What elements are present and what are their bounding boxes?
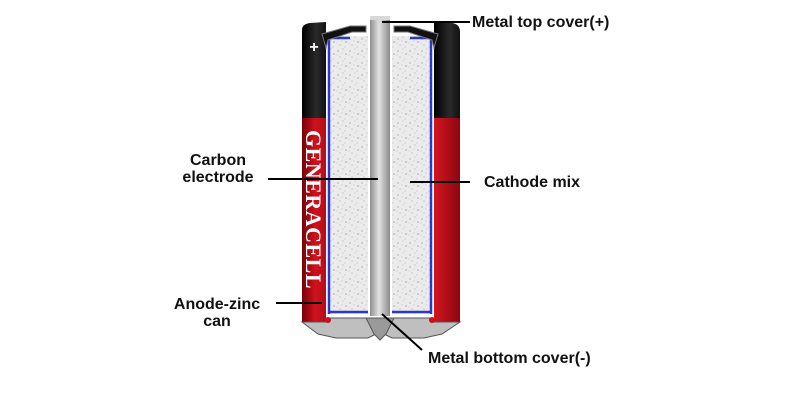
- left-chamber: [326, 28, 370, 320]
- right-casing: [434, 22, 460, 322]
- label-anode-zinc-can: Anode-zinc can: [160, 296, 274, 330]
- label-carbon-electrode: Carbon electrode: [168, 152, 268, 186]
- label-anode-zinc-can-line1: Anode-zinc: [173, 296, 261, 313]
- top-cover: [321, 25, 439, 50]
- label-carbon-electrode-line2: electrode: [182, 169, 254, 186]
- label-carbon-electrode-line1: Carbon: [190, 152, 246, 169]
- label-anode-zinc-can-line2: can: [203, 313, 231, 330]
- plus-icon: +: [309, 39, 318, 56]
- left-casing: [302, 22, 326, 322]
- brand-text: GENERACELL: [301, 130, 326, 289]
- leader-bottom-cover: [381, 313, 423, 351]
- label-metal-bottom-cover: Metal bottom cover(-): [428, 350, 591, 367]
- label-cathode-mix: Cathode mix: [484, 174, 581, 191]
- leader-lines: [268, 21, 470, 351]
- right-chamber: [390, 28, 434, 320]
- label-metal-top-cover: Metal top cover(+): [472, 14, 610, 31]
- carbon-rod: [370, 16, 390, 316]
